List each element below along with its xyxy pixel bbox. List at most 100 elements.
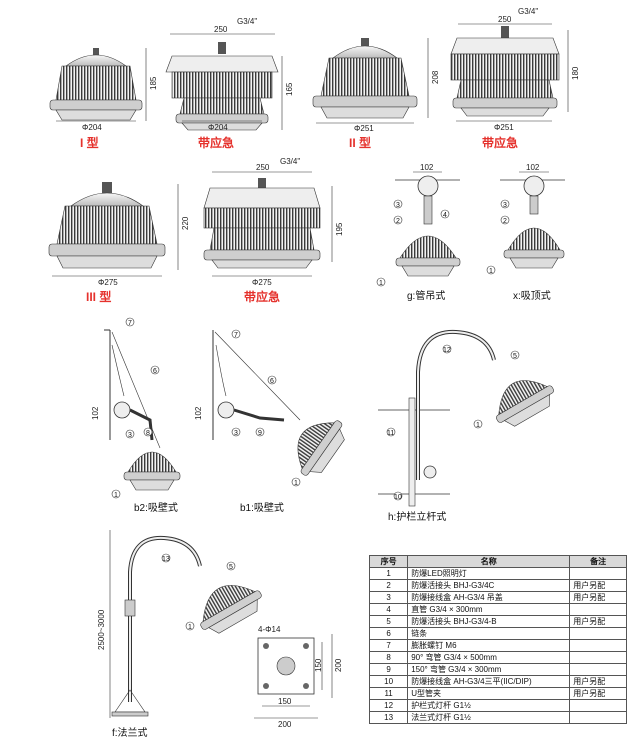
remark: [569, 651, 627, 664]
svg-text:12: 12: [443, 347, 451, 354]
row-index: 2: [368, 579, 409, 592]
svg-text:1: 1: [294, 480, 298, 487]
row-index: 3: [368, 591, 409, 604]
model-title: II 型: [349, 135, 371, 150]
svg-text:1: 1: [489, 268, 493, 275]
part-name: 90° 弯管 G3/4 × 500mm: [407, 651, 571, 664]
row-index: 6: [368, 627, 409, 640]
lamp-type-3-emergency: [203, 178, 321, 269]
part-name: 膨胀螺钉 M6: [407, 639, 571, 652]
svg-text:2: 2: [503, 218, 507, 225]
mount-caption: f:法兰式: [112, 726, 148, 739]
part-name: 链条: [407, 627, 571, 640]
svg-text:5: 5: [229, 564, 233, 571]
model-title: 带应急: [482, 135, 518, 150]
svg-text:9: 9: [258, 430, 262, 437]
mount-railing-h: 12 5 11 1 10: [378, 329, 554, 507]
dim-thread: G3/4": [280, 157, 300, 166]
remark: [569, 711, 627, 724]
svg-text:1: 1: [379, 280, 383, 287]
svg-text:5: 5: [513, 353, 517, 360]
part-name: 150° 弯管 G3/4 × 300mm: [407, 663, 571, 676]
mount-flange-f: 2500~3000 13 5 1: [97, 530, 262, 718]
svg-text:1: 1: [188, 624, 192, 631]
remark: [569, 603, 627, 616]
svg-text:10: 10: [394, 494, 402, 501]
dim-height: 165: [285, 82, 294, 96]
remark: 用户另配: [569, 675, 627, 688]
dim-diameter: Φ204: [82, 123, 102, 132]
row-index: 7: [368, 639, 409, 652]
svg-text:11: 11: [387, 430, 394, 437]
dim-width: 250: [498, 15, 512, 24]
dim-width: 102: [526, 163, 540, 172]
svg-text:3: 3: [396, 202, 400, 209]
flange-inner-height: 150: [314, 658, 323, 672]
mount-caption: b1:吸壁式: [240, 501, 284, 514]
mount-caption: x:吸顶式: [513, 289, 551, 302]
part-name: 防爆活接头 BHJ-G3/4-B: [407, 615, 571, 628]
dim-width: 250: [214, 25, 228, 34]
part-name: 护栏式灯杆 G1½: [407, 699, 571, 712]
dim-diameter: Φ204: [208, 123, 228, 132]
part-name: 法兰式灯杆 G1½: [407, 711, 571, 724]
mount-ceiling-x: 102 3 2 1: [486, 163, 565, 275]
mount-caption: b2:吸壁式: [134, 501, 178, 514]
lamp-type-2: [312, 38, 418, 119]
flange-inner-width: 150: [278, 697, 292, 706]
dim-diameter: Φ251: [494, 123, 514, 132]
remark: [569, 627, 627, 640]
flange-plate: [254, 634, 333, 719]
lamp-type-1: [49, 48, 143, 121]
dim-width: 102: [420, 163, 434, 172]
svg-text:6: 6: [270, 378, 274, 385]
col-header-name: 名称: [407, 555, 571, 568]
svg-text:7: 7: [128, 320, 132, 327]
row-index: 5: [368, 615, 409, 628]
mount-caption: h:护栏立杆式: [388, 510, 446, 523]
col-header-index: 序号: [368, 555, 409, 568]
dim-height: 102: [91, 406, 100, 420]
row-index: 9: [368, 663, 409, 676]
svg-text:2: 2: [396, 218, 400, 225]
row-index: 12: [368, 699, 409, 712]
dim-diameter: Φ275: [98, 278, 118, 287]
model-title: III 型: [86, 289, 111, 304]
dim-height: 208: [431, 70, 440, 84]
part-name: 直管 G3/4 × 300mm: [407, 603, 571, 616]
remark: [569, 663, 627, 676]
dim-thread: G3/4": [237, 17, 257, 26]
part-name: 防爆LED照明灯: [407, 567, 571, 580]
svg-text:4: 4: [443, 212, 447, 219]
svg-text:1: 1: [114, 492, 118, 499]
dim-diameter: Φ275: [252, 278, 272, 287]
row-index: 4: [368, 603, 409, 616]
parts-table-header: 序号 名称 备注: [368, 555, 627, 568]
remark: [569, 567, 627, 580]
remark: 用户另配: [569, 615, 627, 628]
dim-height: 102: [194, 406, 203, 420]
dim-thread: G3/4": [518, 7, 538, 16]
row-index: 8: [368, 651, 409, 664]
remark: 用户另配: [569, 687, 627, 700]
dim-diameter: Φ251: [354, 124, 374, 133]
mount-pendant-g: 102 3 2 4 1: [376, 163, 461, 287]
mount-wall-b2: 102 7 6 3 8 1: [91, 317, 181, 499]
svg-text:7: 7: [234, 332, 238, 339]
row-index: 13: [368, 711, 409, 724]
col-header-remark: 备注: [569, 555, 627, 568]
model-title: 带应急: [198, 135, 234, 150]
part-name: 防爆接线盒 AH-G3/4三平(IIC/DIP): [407, 675, 571, 688]
svg-text:8: 8: [146, 430, 150, 437]
